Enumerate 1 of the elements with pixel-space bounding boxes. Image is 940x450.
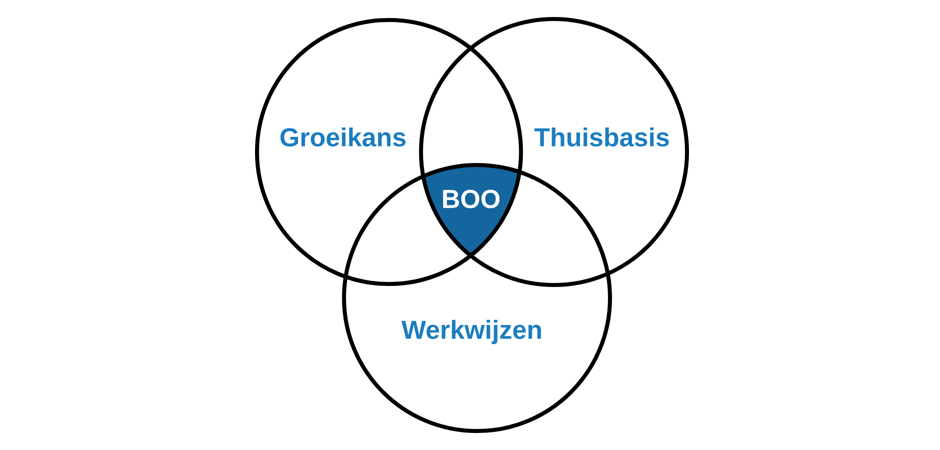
overlap-region: BOO bbox=[423, 165, 520, 256]
